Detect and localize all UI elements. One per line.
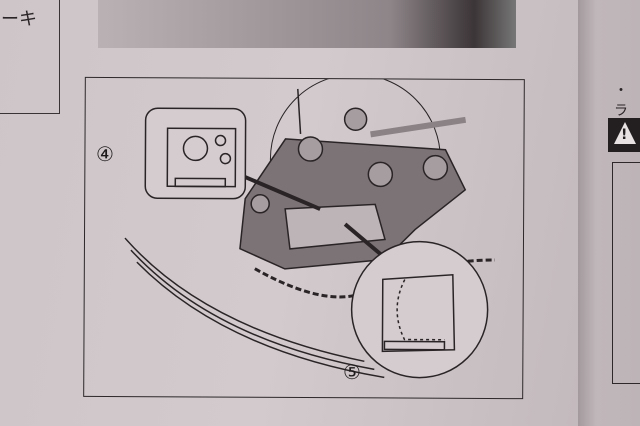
brake-caliper-diagram	[83, 76, 525, 400]
previous-section-box: ーキ	[0, 0, 60, 114]
facing-page-box	[612, 162, 640, 384]
callout-label-5: ⑤	[343, 360, 361, 384]
callout-label-4: ④	[96, 142, 114, 166]
warning-triangle	[614, 122, 636, 144]
facing-page	[578, 0, 640, 426]
facing-page-text-fragment: ・ラ	[614, 83, 628, 119]
caliper-illustration	[124, 77, 495, 379]
section-title-fragment: ーキ	[1, 9, 37, 30]
warning-icon: !	[608, 118, 640, 152]
top-photo	[98, 0, 516, 48]
warning-exclamation: !	[621, 127, 628, 143]
manual-page: ーキ	[0, 0, 580, 426]
